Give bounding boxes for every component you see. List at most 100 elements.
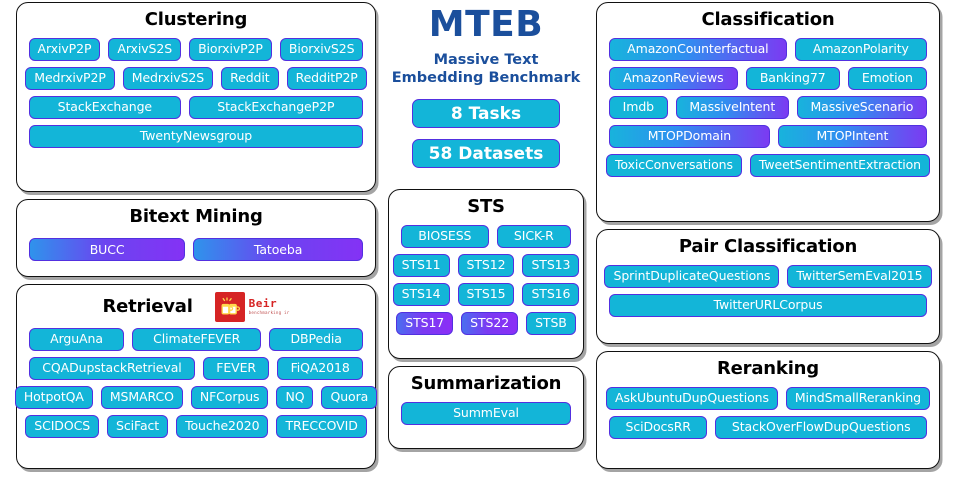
dataset-chip[interactable]: NFCorpus xyxy=(190,386,269,409)
dataset-chip[interactable]: ArxivP2P xyxy=(28,37,101,61)
beir-wordmark: Beir benchmarking ir xyxy=(249,298,290,315)
dataset-chip[interactable]: BiorxivP2P xyxy=(189,37,272,61)
dataset-chip[interactable]: Imdb xyxy=(609,95,668,119)
dataset-chip[interactable]: StackOverFlowDupQuestions xyxy=(715,415,928,439)
dataset-chip[interactable]: MassiveIntent xyxy=(675,95,789,119)
dataset-chip[interactable]: AskUbuntuDupQuestions xyxy=(606,386,778,410)
dataset-chip[interactable]: AmazonReviews xyxy=(609,66,738,90)
chip-row: SciDocsRR StackOverFlowDupQuestions xyxy=(609,415,928,439)
dataset-chip[interactable]: MindSmallReranking xyxy=(785,386,930,410)
brand-title: MTEB xyxy=(428,4,544,45)
dataset-chip[interactable]: STS12 xyxy=(457,253,515,277)
dataset-chip[interactable]: STS17 xyxy=(396,311,454,335)
dataset-chip[interactable]: STS11 xyxy=(392,253,450,277)
dataset-chip[interactable]: STSB xyxy=(526,311,576,335)
chip-row: SprintDuplicateQuestions TwitterSemEval20… xyxy=(604,264,932,288)
dataset-chip[interactable]: MedrxivP2P xyxy=(25,66,115,90)
dataset-chip[interactable]: SciFact xyxy=(107,415,169,438)
dataset-chip[interactable]: CQADupstackRetrieval xyxy=(29,357,195,380)
dataset-chip[interactable]: TwitterSemEval2015 xyxy=(787,264,932,288)
brand-subtitle-line2: Embedding Benchmark xyxy=(391,69,581,86)
dataset-chip[interactable]: Banking77 xyxy=(745,66,840,90)
dataset-chip[interactable]: BUCC xyxy=(29,238,186,262)
dataset-chip[interactable]: MassiveScenario xyxy=(796,95,928,119)
dataset-chip[interactable]: ArxivS2S xyxy=(108,37,182,61)
dataset-chip[interactable]: Touche2020 xyxy=(176,415,269,438)
beir-logo: Beir benchmarking ir xyxy=(214,292,290,322)
chip-row: STS14 STS15 STS16 xyxy=(392,282,580,306)
dataset-chip[interactable]: DBPedia xyxy=(269,328,363,351)
dataset-chip[interactable]: AmazonCounterfactual xyxy=(609,37,787,61)
dataset-chip[interactable]: StackExchangeP2P xyxy=(188,95,364,119)
dataset-chip[interactable]: STS13 xyxy=(522,253,580,277)
chip-row: CQADupstackRetrieval FEVER FiQA2018 xyxy=(29,357,364,380)
chip-row: STS17 STS22 STSB xyxy=(396,311,576,335)
dataset-chip[interactable]: MTOPIntent xyxy=(777,124,928,148)
dataset-chip[interactable]: STS22 xyxy=(461,311,519,335)
dataset-chip[interactable]: RedditP2P xyxy=(286,66,367,90)
dataset-chip[interactable]: MedrxivS2S xyxy=(122,66,214,90)
chip-rows-summarization: SummEval xyxy=(401,401,571,425)
section-title-retrieval: Retrieval xyxy=(102,295,193,317)
section-title-clustering: Clustering xyxy=(144,9,248,30)
chip-row: ToxicConversations TweetSentimentExtracti… xyxy=(606,153,930,177)
section-summarization: Summarization SummEval xyxy=(388,366,584,450)
dataset-chip[interactable]: SprintDuplicateQuestions xyxy=(604,264,780,288)
dataset-chip[interactable]: Tatoeba xyxy=(193,238,363,262)
stat-datasets: 58 Datasets xyxy=(412,139,560,169)
beir-name: Beir xyxy=(248,297,278,311)
dataset-chip[interactable]: Quora xyxy=(321,386,378,409)
dataset-chip[interactable]: SciDocsRR xyxy=(609,415,708,439)
dataset-chip[interactable]: Reddit xyxy=(221,66,279,90)
chip-row: SCIDOCS SciFact Touche2020 TRECCOVID xyxy=(25,415,367,438)
chip-row: StackExchange StackExchangeP2P xyxy=(29,95,364,119)
dataset-chip[interactable]: MTOPDomain xyxy=(609,124,770,148)
dataset-chip[interactable]: TwitterURLCorpus xyxy=(609,293,927,317)
dataset-chip[interactable]: STS16 xyxy=(522,282,580,306)
dataset-chip[interactable]: BiorxivS2S xyxy=(279,37,364,61)
chip-row: MTOPDomain MTOPIntent xyxy=(609,124,928,148)
section-title-sts: STS xyxy=(467,196,505,218)
chip-row: STS11 STS12 STS13 xyxy=(392,253,580,277)
retrieval-header: Retrieval xyxy=(29,292,363,322)
dataset-chip[interactable]: ToxicConversations xyxy=(606,153,742,177)
chip-row: SummEval xyxy=(401,401,571,425)
chip-row: AskUbuntuDupQuestions MindSmallReranking xyxy=(606,386,930,410)
dataset-chip[interactable]: STS15 xyxy=(457,282,515,306)
dataset-chip[interactable]: Emotion xyxy=(847,66,927,90)
dataset-chip[interactable]: SICK-R xyxy=(496,224,572,248)
chip-row: AmazonCounterfactual AmazonPolarity xyxy=(609,37,927,61)
section-title-summarization: Summarization xyxy=(410,373,562,395)
center-column: MTEB Massive Text Embedding Benchmark 8 … xyxy=(382,0,590,483)
dataset-chip[interactable]: StackExchange xyxy=(29,95,181,119)
dataset-chip[interactable]: HotpotQA xyxy=(14,386,93,409)
dataset-chip[interactable]: SCIDOCS xyxy=(25,415,100,438)
chip-rows-clustering: ArxivP2P ArxivS2S BiorxivP2P BiorxivS2S Medr… xyxy=(25,37,367,148)
chip-row: ArxivP2P ArxivS2S BiorxivP2P BiorxivS2S xyxy=(28,37,364,61)
dataset-chip[interactable]: FEVER xyxy=(202,357,270,380)
dataset-chip[interactable]: MSMARCO xyxy=(100,386,183,409)
dataset-chip[interactable]: FiQA2018 xyxy=(277,357,364,380)
dataset-chip[interactable]: SummEval xyxy=(401,401,571,425)
left-column: Clustering ArxivP2P ArxivS2S BiorxivP2P Bio… xyxy=(0,0,382,483)
brand-subtitle: Massive Text Embedding Benchmark xyxy=(388,51,584,87)
chip-row: TwitterURLCorpus xyxy=(609,293,927,317)
section-bitext-mining: Bitext Mining BUCC Tatoeba xyxy=(16,199,376,277)
section-title-pair-classification: Pair Classification xyxy=(678,236,858,257)
dataset-chip[interactable]: AmazonPolarity xyxy=(794,37,927,61)
dataset-chip[interactable]: ClimateFEVER xyxy=(132,328,262,351)
dataset-chip[interactable]: NQ xyxy=(276,386,314,409)
dataset-chip[interactable]: STS14 xyxy=(392,282,450,306)
dataset-chip[interactable]: TwentyNewsgroup xyxy=(29,124,363,148)
dataset-chip[interactable]: BIOSESS xyxy=(401,224,489,248)
dataset-chip[interactable]: TRECCOVID xyxy=(276,415,367,438)
section-title-bitext-mining: Bitext Mining xyxy=(129,206,263,227)
dataset-chip[interactable]: ArguAna xyxy=(29,328,125,351)
dataset-chip[interactable]: TweetSentimentExtraction xyxy=(749,153,930,177)
